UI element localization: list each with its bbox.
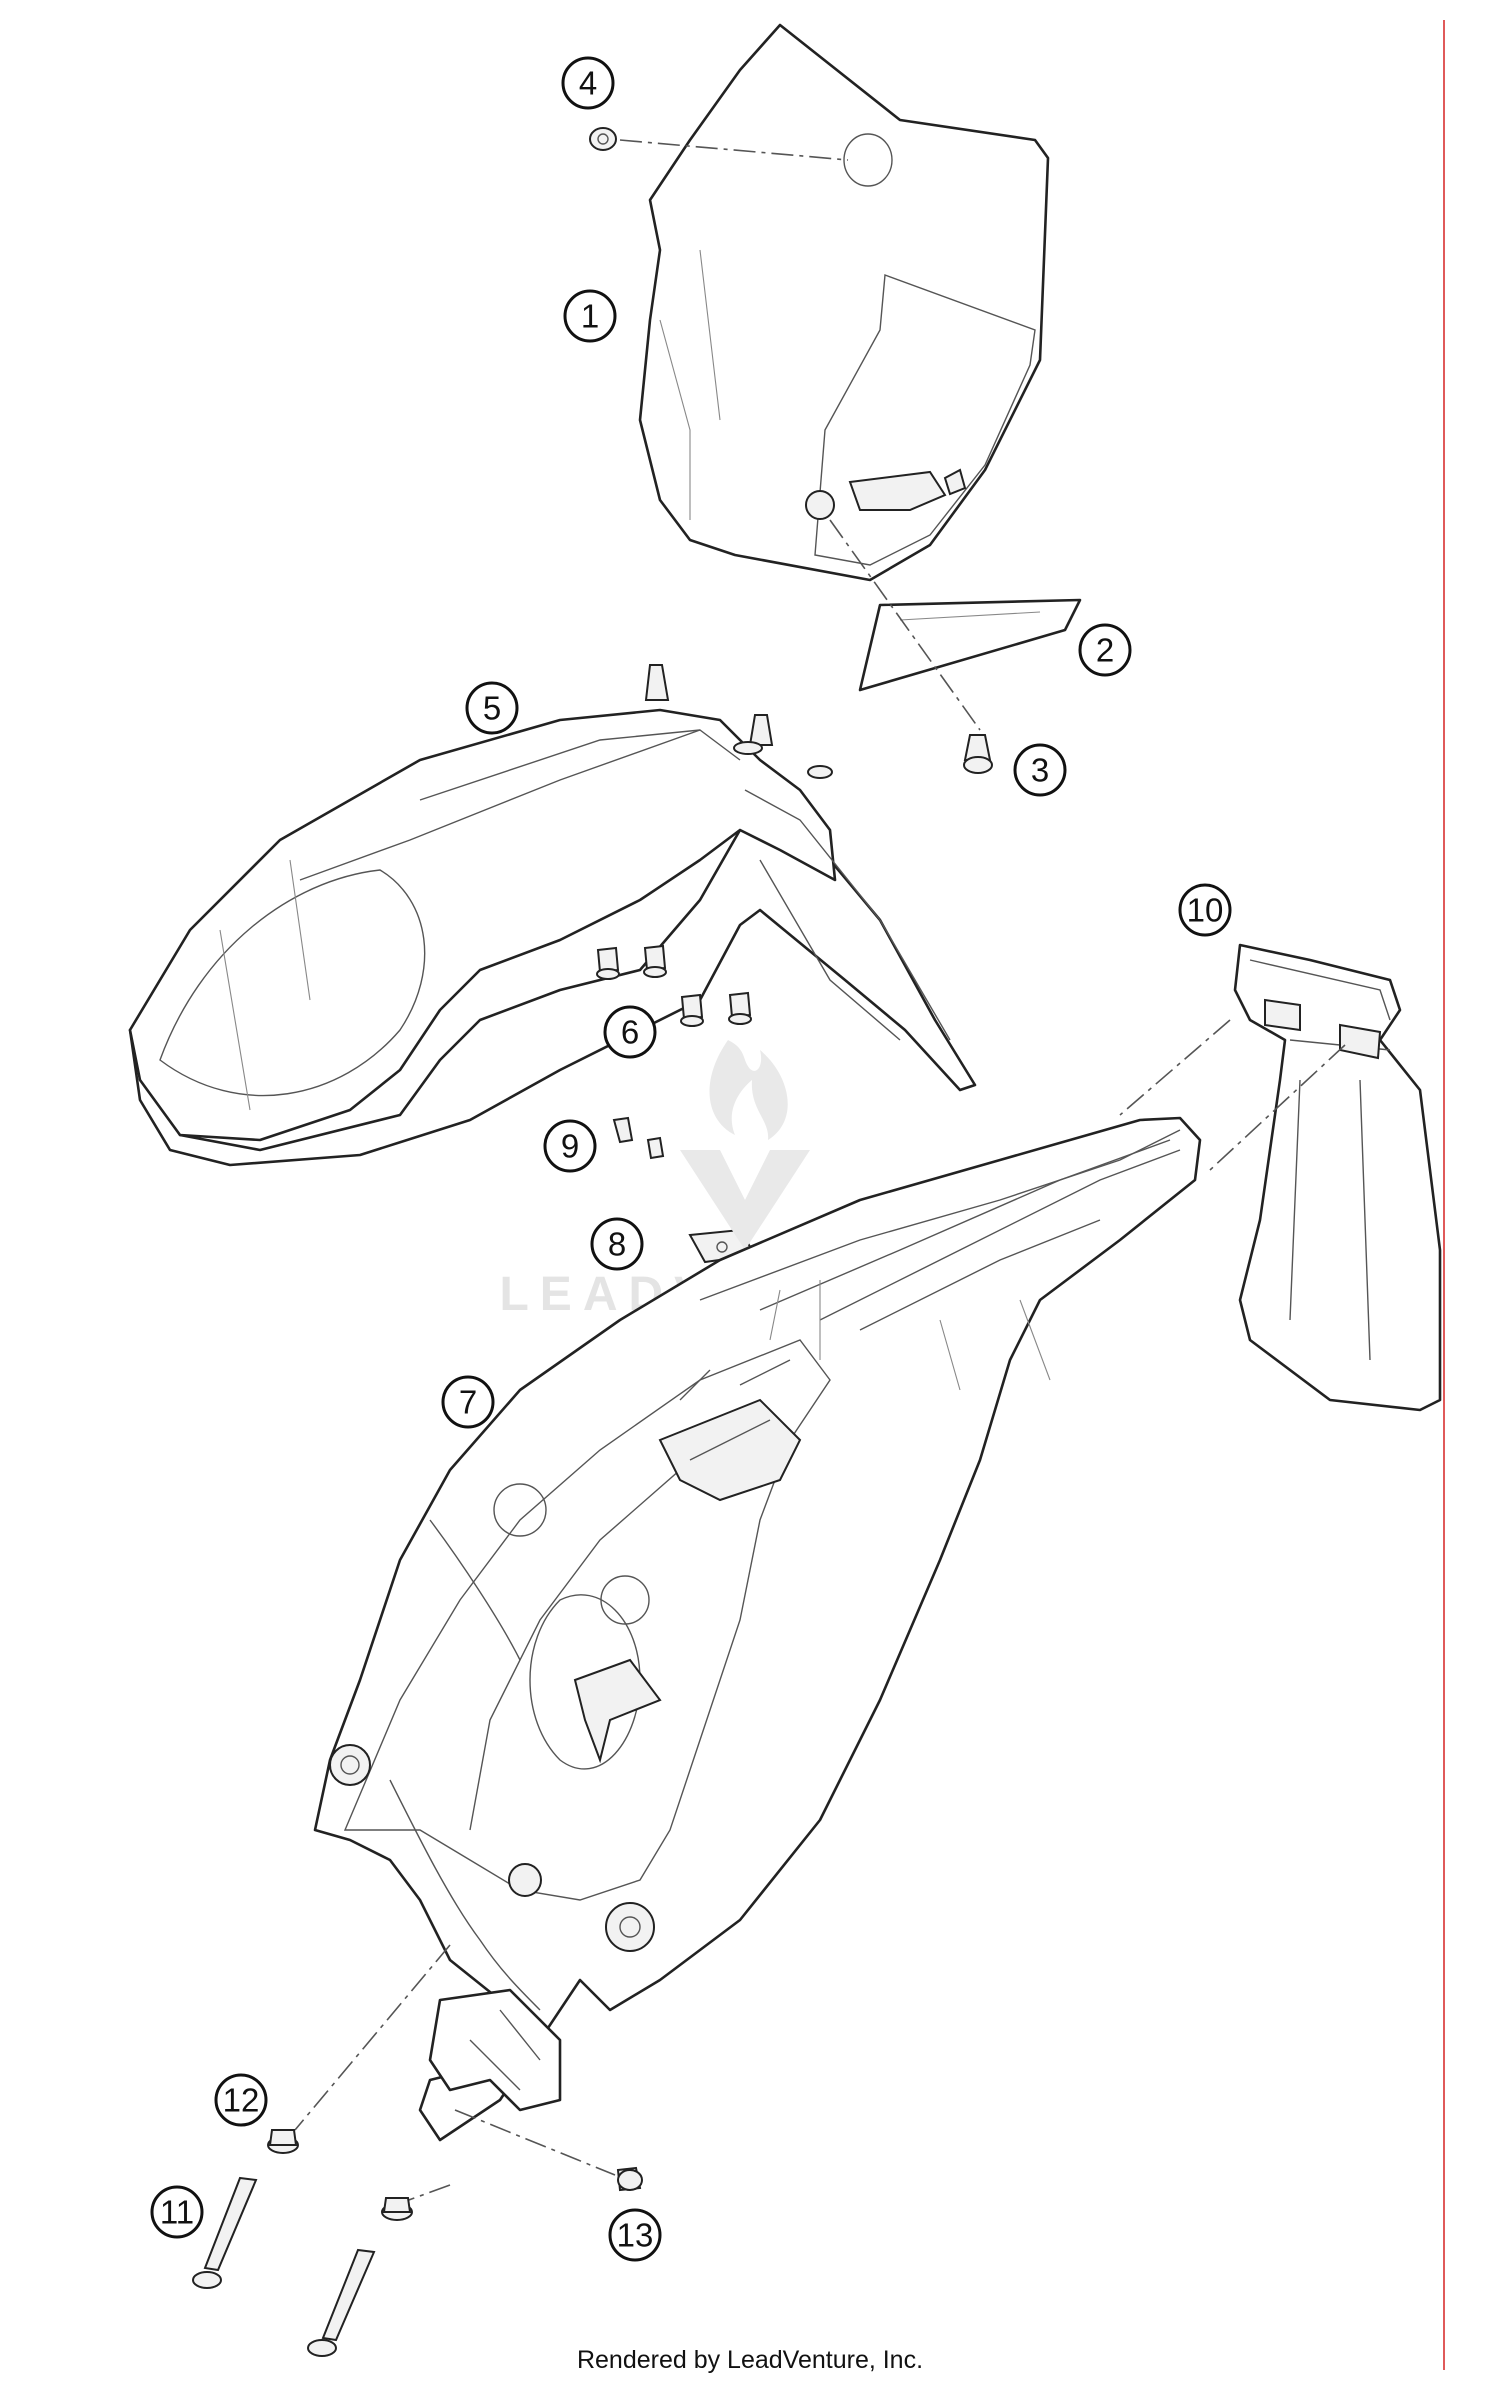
svg-text:8: 8: [608, 1226, 626, 1263]
callout-8: 8: [590, 1217, 644, 1271]
part-mud-flap: [1233, 943, 1442, 1412]
svg-text:4: 4: [579, 65, 597, 102]
part-screws-9: [612, 1116, 665, 1160]
part-rear-fender: [313, 1116, 1202, 2142]
callout-6: 6: [603, 1005, 657, 1059]
callout-9: 9: [543, 1119, 597, 1173]
callout-13: 13: [608, 2208, 662, 2262]
svg-text:7: 7: [459, 1384, 477, 1421]
part-bolt-11: [192, 2176, 258, 2289]
part-decal: [858, 598, 1082, 692]
part-screws-6: [596, 944, 752, 1027]
svg-text:3: 3: [1031, 752, 1049, 789]
watermark-logo: [680, 1040, 810, 1250]
svg-text:9: 9: [561, 1128, 579, 1165]
svg-text:10: 10: [1187, 892, 1224, 929]
callout-4: 4: [561, 56, 615, 110]
part-nut-4: [589, 127, 617, 151]
svg-text:1: 1: [581, 298, 599, 335]
part-screw-13: [616, 2166, 643, 2192]
svg-text:5: 5: [483, 690, 501, 727]
footer-credit: Rendered by LeadVenture, Inc.: [576, 2346, 924, 2374]
part-screw-3: [963, 734, 993, 774]
callout-1: 1: [563, 289, 617, 343]
callout-11: 11: [150, 2185, 204, 2239]
part-washer-12b: [381, 2197, 413, 2221]
part-number-plate: [638, 23, 1050, 582]
svg-text:6: 6: [621, 1014, 639, 1051]
svg-text:2: 2: [1096, 632, 1114, 669]
svg-text:11: 11: [160, 2194, 194, 2231]
callout-12: 12: [214, 2073, 268, 2127]
part-washer-12: [267, 2129, 299, 2154]
callout-7: 7: [441, 1375, 495, 1429]
part-front-fender: [128, 664, 977, 1167]
callout-2: 2: [1078, 623, 1132, 677]
callout-5: 5: [465, 681, 519, 735]
svg-text:12: 12: [223, 2082, 260, 2119]
part-bolt-11b: [307, 2248, 376, 2357]
callout-3: 3: [1013, 743, 1067, 797]
callout-10: 10: [1178, 883, 1232, 937]
svg-text:13: 13: [617, 2217, 654, 2254]
